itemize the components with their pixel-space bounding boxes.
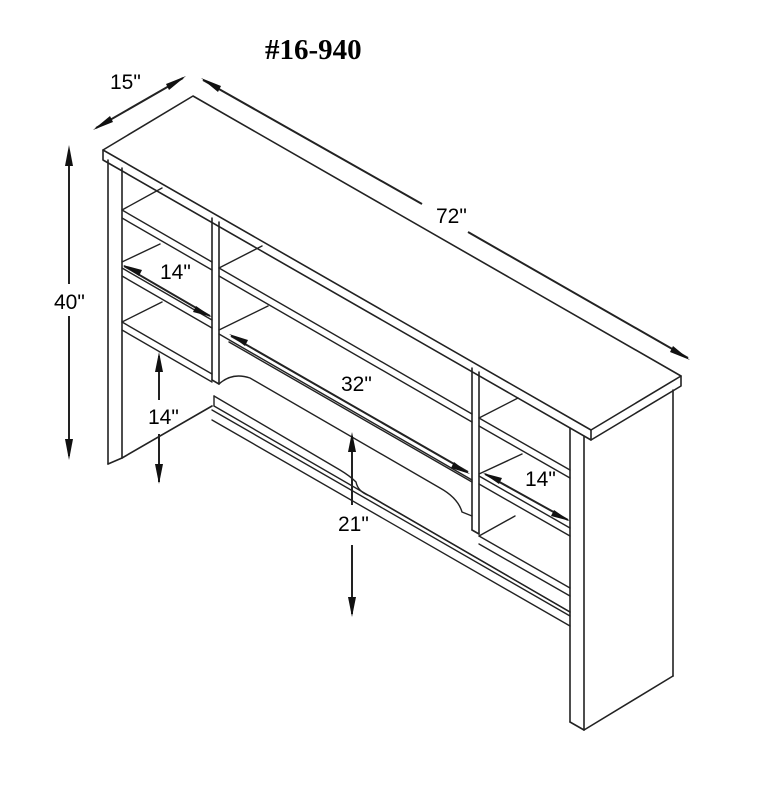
center-clearance-height-label: 21"	[338, 513, 369, 536]
left-cubby-width-label: 14"	[160, 261, 191, 284]
right-cubby-dimension-line	[483, 473, 570, 521]
center-shelf-width-label: 32"	[341, 373, 372, 396]
width-label: 72"	[436, 205, 467, 228]
right-cubby-width-label: 14"	[525, 468, 556, 491]
center-clearance-dimension-line	[348, 432, 356, 617]
right-divider	[471, 367, 480, 535]
left-cubby-dimension-line	[123, 265, 212, 317]
center-shelf-dimension-line	[229, 334, 470, 474]
depth-dimension-line	[93, 76, 186, 130]
left-clearance-height-label: 14"	[148, 406, 179, 429]
product-number-title: #16-940	[265, 34, 362, 66]
right-cubby-shelves	[478, 397, 571, 597]
width-dimension-line	[201, 78, 690, 360]
left-clearance-dimension-line	[155, 352, 163, 484]
left-cubby-shelves	[121, 187, 213, 383]
height-label: 40"	[54, 291, 85, 314]
left-divider	[211, 217, 220, 385]
left-side-panel	[107, 159, 213, 465]
height-dimension-line	[65, 145, 73, 460]
depth-label: 15"	[110, 71, 141, 94]
top-panel	[102, 95, 682, 441]
right-side-panel	[569, 389, 674, 731]
center-section	[211, 245, 571, 627]
